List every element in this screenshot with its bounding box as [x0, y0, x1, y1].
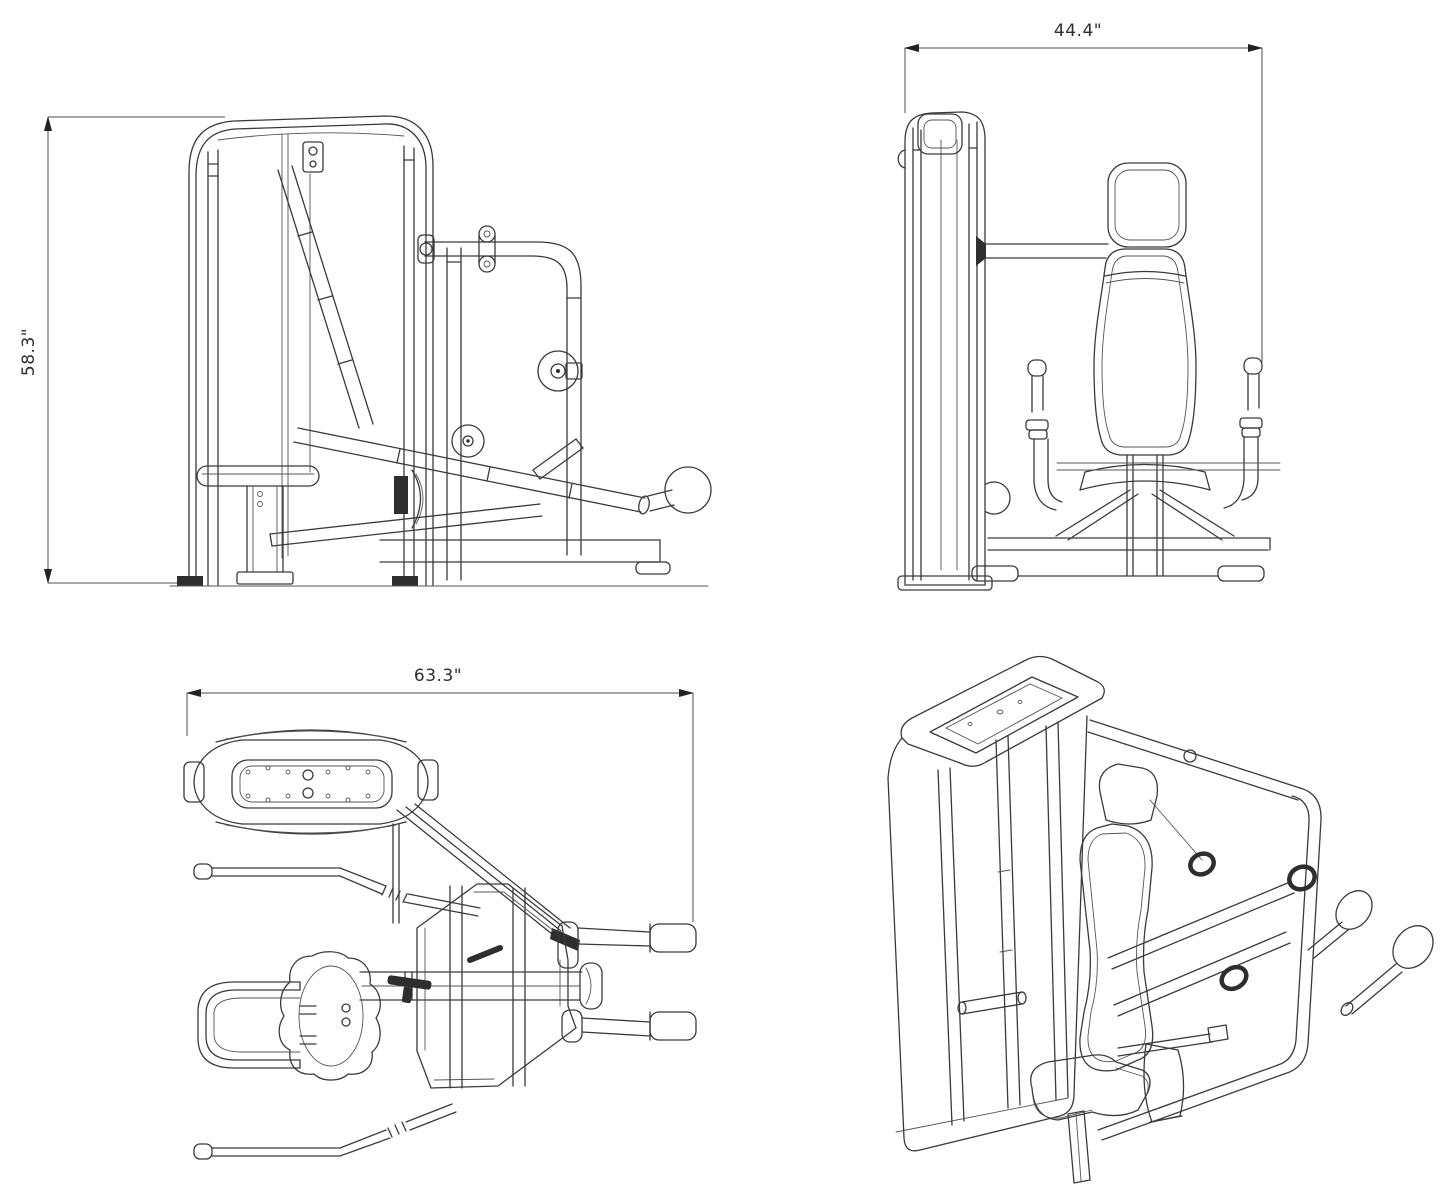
height-dimension: 58.3": [20, 116, 225, 584]
main-beam-top: [359, 962, 603, 1010]
adjuster-pin-iso: [957, 991, 1027, 1015]
adjust-knob-top: [387, 975, 432, 1004]
connecting-beam: [976, 236, 1109, 266]
backrest-top: [197, 981, 317, 1069]
side-view: 58.3": [20, 90, 720, 610]
top-view: 63.3": [150, 660, 730, 1180]
seat-pad-top: [278, 951, 381, 1081]
left-handle-arms-top: [193, 863, 481, 1160]
press-frame-top: [416, 883, 577, 1089]
frame-upright: [446, 247, 462, 581]
pulleys: [451, 350, 584, 480]
press-lever: [269, 427, 712, 547]
press-linkage-top: [392, 803, 580, 963]
seat: [196, 465, 320, 585]
tower-front: [897, 111, 993, 591]
pulleys-iso: [1188, 851, 1317, 992]
tower-shroud: [177, 115, 434, 586]
frame-iso: [1087, 719, 1322, 1141]
length-dimension-label: 63.3": [414, 666, 462, 686]
isometric-view: [850, 620, 1445, 1199]
front-view: 44.4": [880, 20, 1300, 600]
seat-bottom: [1079, 454, 1211, 577]
top-arm: [417, 225, 582, 556]
isometric-view-svg: [887, 655, 1434, 1184]
handles: [1025, 357, 1263, 511]
headrest-pad: [1107, 162, 1187, 248]
top-view-svg: 63.3": [183, 666, 697, 1160]
back-pad: [1093, 248, 1197, 456]
front-view-svg: 44.4": [897, 21, 1281, 591]
base-frame: [169, 539, 709, 587]
legs-iso: [1067, 1024, 1229, 1184]
tower-shroud-top: [183, 729, 439, 835]
press-arm-upper: [277, 165, 374, 429]
pads-iso: [1030, 763, 1159, 1121]
tower-iso: [887, 655, 1105, 1152]
length-dimension: 63.3": [186, 666, 694, 922]
side-view-svg: 58.3": [20, 115, 712, 587]
base-frame-front: [971, 462, 1281, 582]
width-dimension-label: 44.4": [1054, 21, 1102, 41]
height-dimension-label: 58.3": [20, 328, 39, 376]
width-dimension: 44.4": [904, 21, 1263, 362]
grips-iso: [1307, 890, 1434, 1016]
right-grips-top: [557, 921, 697, 1043]
